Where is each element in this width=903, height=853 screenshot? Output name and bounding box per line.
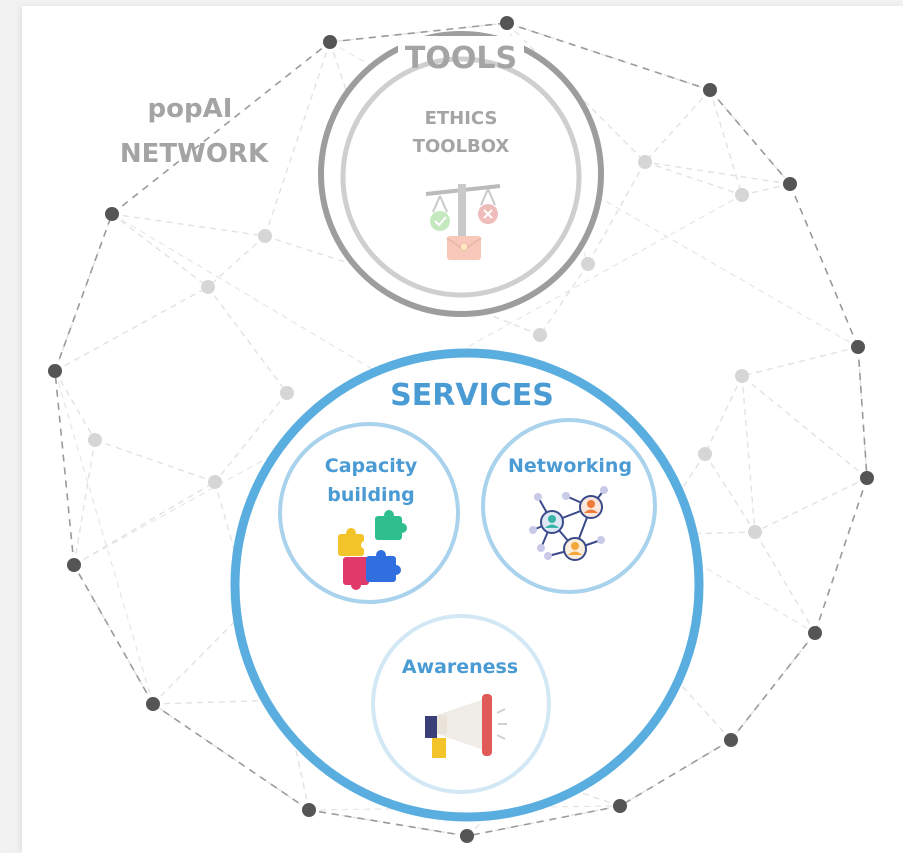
outer-ring-link [54, 213, 113, 372]
outer-ring-link [709, 89, 791, 185]
mesh-link [587, 161, 646, 265]
mesh-link [54, 370, 96, 441]
network-node-outer [783, 177, 797, 191]
megaphone-icon [425, 694, 507, 758]
ethics-toolbox-line2: TOOLBOX [413, 136, 510, 157]
mesh-link [704, 453, 756, 533]
tools-inner-ring [340, 56, 582, 298]
outer-ring-link [506, 22, 711, 91]
network-node-outer [851, 340, 865, 354]
outer-ring-link [308, 809, 468, 837]
capacity-building-line2: building [327, 484, 414, 506]
network-label-line2: NETWORK [120, 139, 269, 169]
outer-ring-link [329, 22, 508, 43]
mesh-link [644, 161, 791, 185]
mesh-link [264, 235, 411, 284]
mesh-link [54, 370, 154, 705]
network-node-outer [860, 471, 874, 485]
outer-ring-link [730, 632, 816, 741]
people-network-icon [529, 486, 608, 561]
mesh-link [754, 477, 868, 533]
services-title: SERVICES [390, 378, 554, 413]
mesh-link [704, 375, 743, 455]
network-node-inner [735, 188, 749, 202]
network-node-inner [638, 155, 652, 169]
balance-scale-icon [425, 184, 501, 260]
mesh-link [214, 392, 288, 483]
mesh-link [54, 286, 209, 372]
capacity-building-line1: Capacity [325, 455, 418, 477]
mesh-link [741, 375, 756, 533]
mesh-link [111, 213, 266, 237]
ethics-toolbox-line1: ETHICS [425, 108, 498, 129]
outer-ring-link [857, 346, 868, 479]
mesh-link [741, 346, 859, 377]
tools-title: TOOLS [405, 41, 517, 76]
network-node-inner [201, 280, 215, 294]
mesh-link [207, 235, 266, 288]
mesh-link [741, 183, 791, 196]
mesh-link [754, 531, 816, 634]
mesh-link [644, 161, 743, 196]
mesh-link [644, 89, 711, 163]
mesh-link [539, 263, 589, 336]
network-node-inner [748, 525, 762, 539]
network-node-inner [280, 386, 294, 400]
network-node-outer [67, 558, 81, 572]
awareness-circle [371, 614, 551, 794]
puzzle-pieces-icon [338, 510, 407, 590]
network-node-outer [323, 35, 337, 49]
mesh-link [73, 481, 216, 566]
mesh-link [709, 89, 791, 185]
network-node-outer [105, 207, 119, 221]
mesh-link [111, 213, 209, 288]
network-node-inner [581, 257, 595, 271]
tools-circle: TOOLS ETHICS TOOLBOX [318, 31, 604, 317]
mesh-link [73, 439, 96, 566]
network-node-outer [460, 829, 474, 843]
network-outer-nodes [48, 16, 874, 843]
network-node-inner [735, 369, 749, 383]
network-node-inner [533, 328, 547, 342]
network-outer-ring [54, 22, 868, 837]
network-node-inner [258, 229, 272, 243]
network-node-outer [48, 364, 62, 378]
outer-ring-link [73, 564, 154, 705]
networking-label: Networking [508, 455, 632, 477]
network-node-outer [724, 733, 738, 747]
awareness-label: Awareness [402, 656, 518, 678]
mesh-link [264, 41, 331, 237]
outer-ring-link [789, 183, 859, 348]
mesh-link [466, 805, 621, 837]
outer-ring-link [152, 703, 310, 811]
mesh-link [94, 439, 216, 483]
capacity-building-circle [278, 422, 460, 604]
network-node-inner [208, 475, 222, 489]
outer-ring-link [111, 41, 331, 215]
outer-ring-link [54, 370, 75, 566]
network-node-outer [613, 799, 627, 813]
network-node-outer [500, 16, 514, 30]
network-node-outer [808, 626, 822, 640]
services-circle: SERVICES Capacity building Networking [230, 348, 704, 822]
mesh-link [506, 22, 711, 91]
network-node-outer [302, 803, 316, 817]
networking-circle [481, 418, 657, 594]
mesh-link [741, 375, 868, 479]
network-label-line1: popAI [148, 94, 233, 124]
network-node-inner [88, 433, 102, 447]
mesh-link [207, 286, 288, 394]
mesh-link [709, 89, 743, 196]
network-node-outer [146, 697, 160, 711]
network-node-outer [703, 83, 717, 97]
network-node-inner [698, 447, 712, 461]
outer-ring-link [814, 477, 868, 634]
outer-ring-link [619, 739, 732, 807]
